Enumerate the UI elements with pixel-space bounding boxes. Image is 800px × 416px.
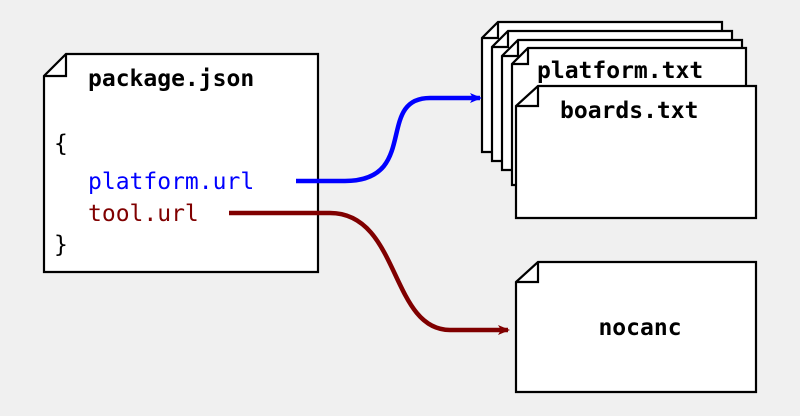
tool-card bbox=[514, 260, 758, 394]
platform-url-arrow bbox=[296, 93, 482, 184]
tool-url-key: tool.url bbox=[88, 201, 199, 227]
close-brace: } bbox=[54, 232, 68, 258]
folded-corner-icon bbox=[44, 54, 68, 78]
tool-url-arrow bbox=[229, 210, 510, 335]
open-brace: { bbox=[54, 131, 68, 157]
package-json-document: package.json { platform.url tool.url } bbox=[42, 52, 320, 274]
folded-corner-icon bbox=[516, 262, 540, 284]
tool-document: nocanc bbox=[514, 260, 758, 394]
package-json-card bbox=[42, 52, 320, 274]
boards-txt-card: boards.txt bbox=[514, 84, 758, 220]
folded-corner-icon bbox=[512, 48, 530, 66]
platform-url-key: platform.url bbox=[88, 169, 254, 195]
package-json-title: package.json bbox=[88, 66, 254, 92]
platform-txt-title: platform.txt bbox=[537, 58, 703, 84]
boards-txt-title: boards.txt bbox=[560, 98, 698, 124]
tool-title: nocanc bbox=[598, 315, 681, 341]
platform-file-stack: platform.txt boards.txt bbox=[480, 20, 758, 220]
folded-corner-icon bbox=[516, 86, 540, 108]
